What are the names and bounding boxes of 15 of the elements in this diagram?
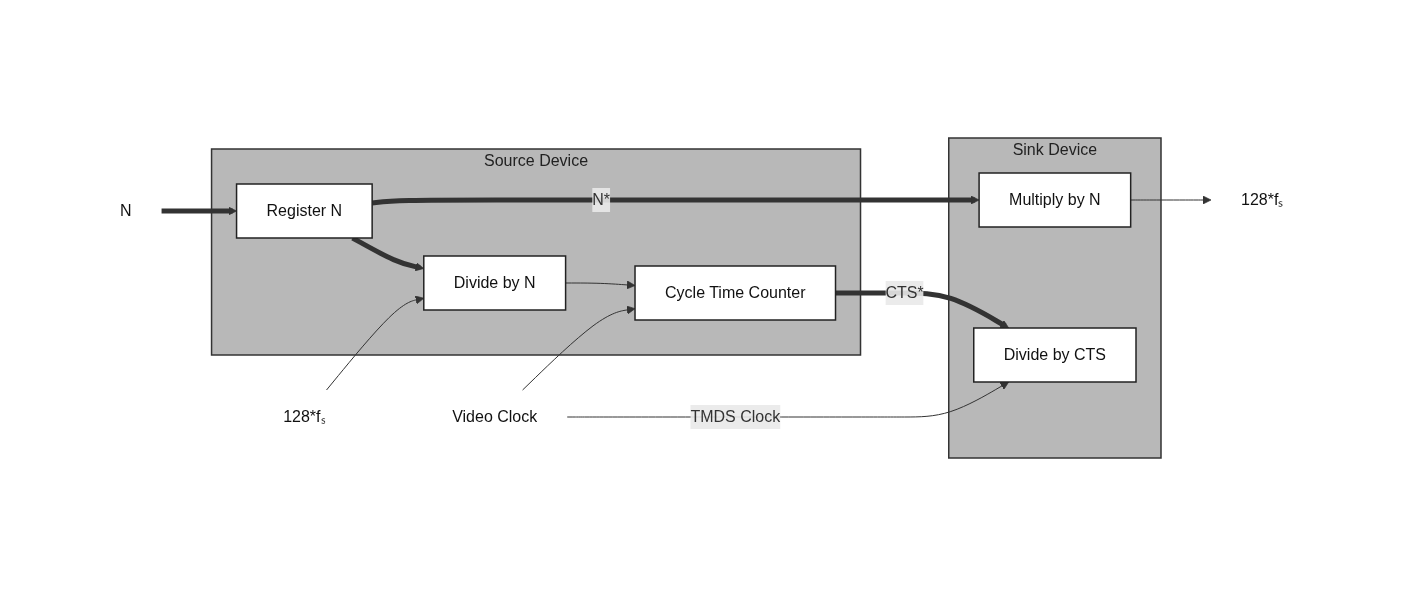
node-box: Cycle Time Counter (634, 265, 837, 321)
edge-label: N* (592, 191, 610, 208)
node-box: Multiply by N (978, 172, 1132, 228)
node-box: Divide by CTS (972, 327, 1137, 383)
node-text: Video Clock (451, 408, 538, 425)
arrow (325, 295, 424, 391)
node-box: Divide by N (422, 255, 567, 311)
node-text: 128*fₛ (282, 408, 326, 425)
node-text: N (119, 202, 132, 219)
edge-label: CTS* (885, 284, 924, 301)
node-text: 128*fₛ (1240, 191, 1284, 208)
edge-label: TMDS Clock (690, 408, 780, 425)
arrow (1130, 195, 1212, 205)
arrow (161, 206, 237, 216)
node-box: Register N (235, 183, 373, 239)
